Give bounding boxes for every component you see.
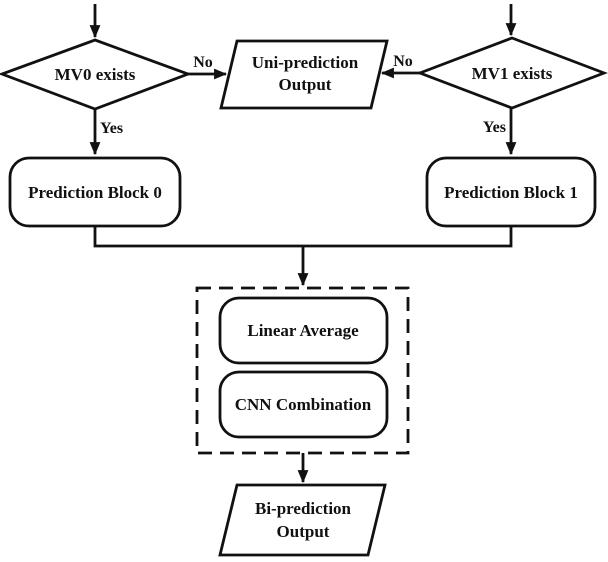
edge-label-yes-left: Yes — [100, 120, 123, 137]
prediction-block-1-label: Prediction Block 1 — [444, 183, 578, 202]
edge-label-yes-right: Yes — [483, 119, 506, 136]
edge-label-no-right: No — [393, 53, 413, 70]
process-cnn-combination — [218, 370, 389, 439]
bi-output-label-line1: Bi-prediction — [255, 499, 352, 518]
process-linear-average — [218, 296, 389, 365]
prediction-block-0-label: Prediction Block 0 — [28, 183, 162, 202]
cnn-combination-label: CNN Combination — [235, 395, 372, 414]
edge-label-no-left: No — [193, 54, 213, 71]
linear-average-label: Linear Average — [247, 321, 359, 340]
io-uni-prediction-output — [219, 39, 389, 110]
io-bi-prediction-output — [218, 483, 387, 557]
decision-mv0-label: MV0 exists — [55, 65, 136, 84]
decision-mv1-label: MV1 exists — [472, 64, 553, 83]
group-combination-dashed-box — [195, 286, 410, 455]
uni-output-label-line2: Output — [279, 75, 332, 94]
connector-merge-left — [93, 226, 303, 248]
connector-merge-right — [303, 226, 513, 248]
uni-output-label-line1: Uni-prediction — [252, 53, 359, 72]
bi-output-label-line2: Output — [277, 522, 330, 541]
